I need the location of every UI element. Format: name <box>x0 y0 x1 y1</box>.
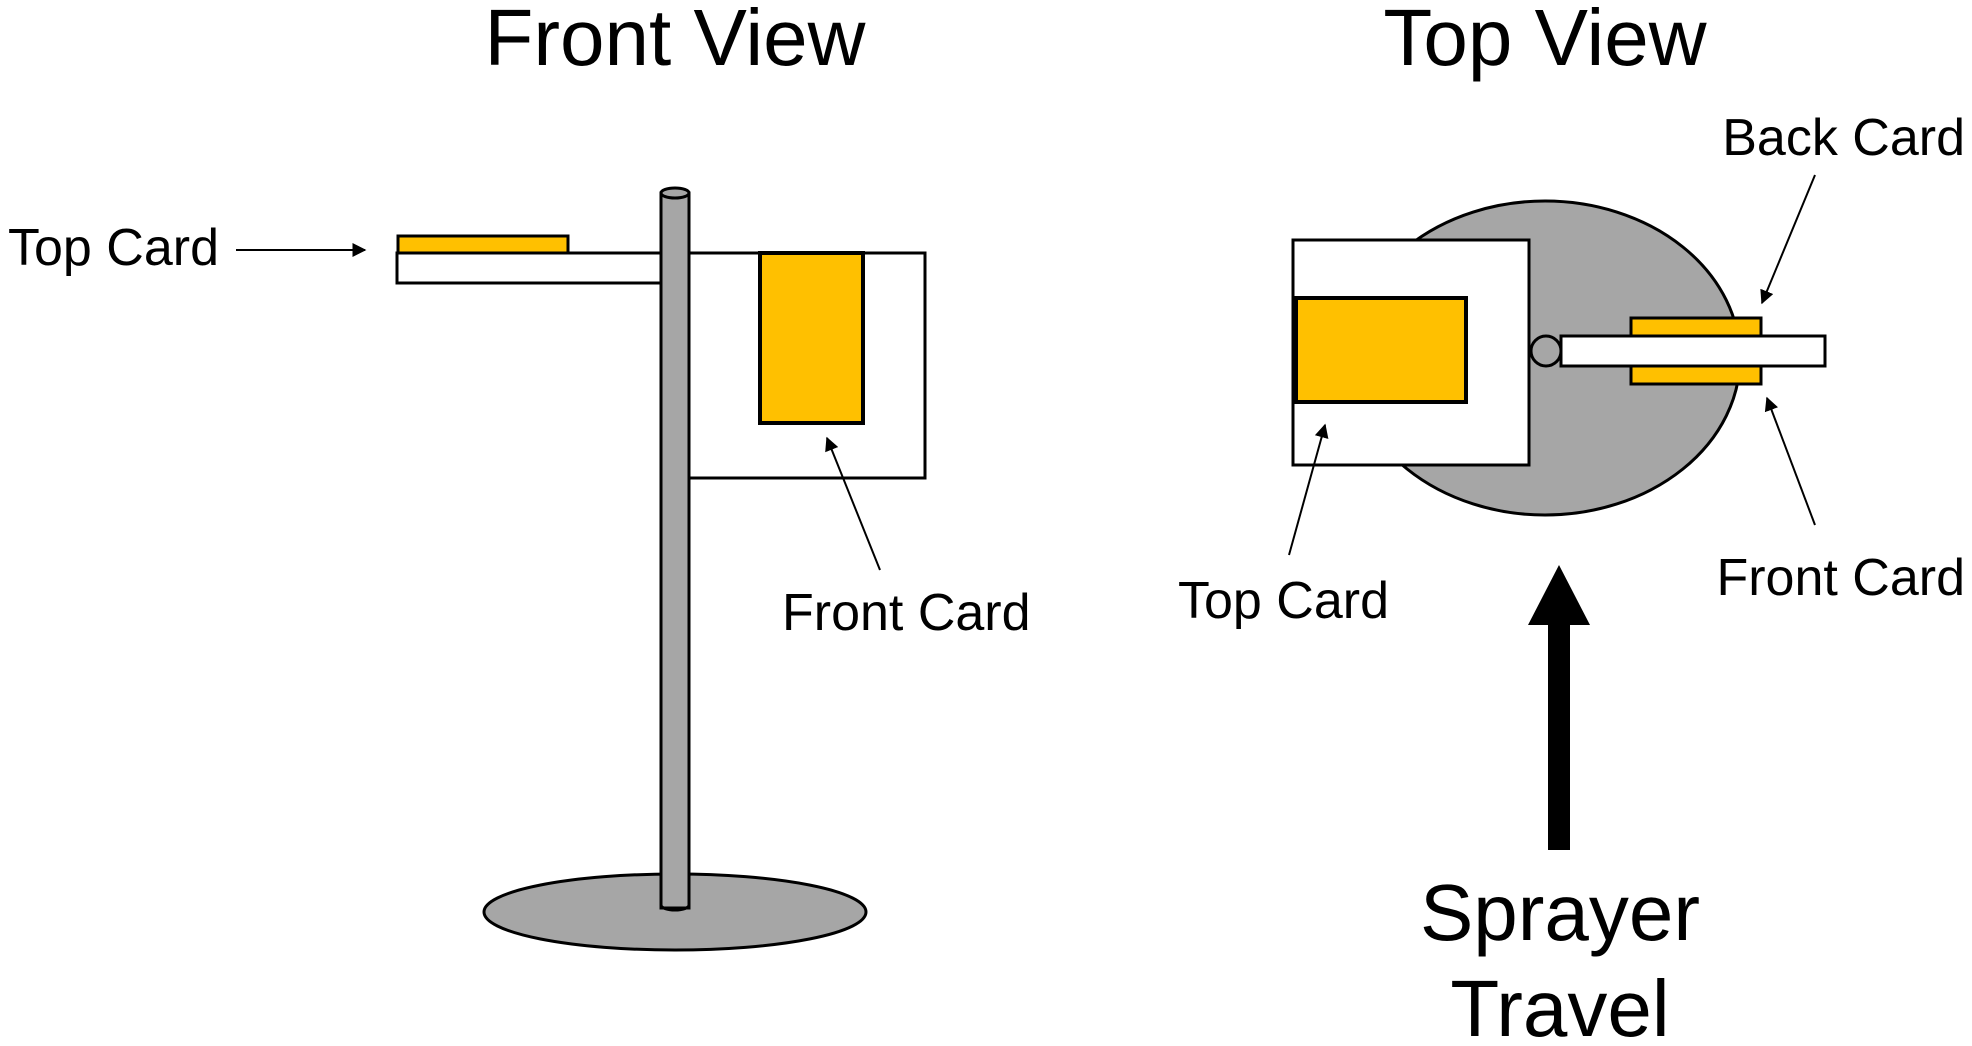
top-view-pole <box>1529 334 1563 368</box>
top-view-front-card-arrow <box>1764 396 1816 526</box>
top-view-back-card <box>1629 316 1763 338</box>
sprayer-travel: Sprayer Travel <box>1420 565 1700 1046</box>
front-card-front-view <box>758 251 865 425</box>
stand-pole <box>659 191 691 910</box>
top-view-front-card-label: Front Card <box>1716 549 1965 607</box>
front-view-top-card-label: Top Card <box>8 219 219 277</box>
top-view-back-card-arrow <box>1760 174 1816 305</box>
front-view-front-card-label: Front Card <box>782 584 1031 642</box>
front-view: Front View Top Card Front Card <box>8 0 1031 952</box>
top-view-title: Top View <box>1383 0 1706 82</box>
front-view-front-card-arrow <box>825 436 881 571</box>
top-view-back-card-label: Back Card <box>1722 109 1965 167</box>
pole-top <box>659 186 691 200</box>
top-view-top-card-arrow <box>1288 423 1329 556</box>
top-view-arm <box>1559 334 1827 368</box>
travel-arrow-shaft <box>1548 622 1570 850</box>
top-view: Top View Back Card Front Card Top Card <box>1178 0 1965 630</box>
top-card-front-view <box>396 234 570 255</box>
travel-label-line1: Sprayer <box>1420 868 1700 957</box>
top-arm <box>395 251 665 285</box>
top-view-top-card-label: Top Card <box>1178 572 1389 630</box>
top-view-front-card <box>1629 364 1763 386</box>
pole-bottom <box>659 904 691 912</box>
travel-arrow-head <box>1528 565 1590 625</box>
travel-label-line2: Travel <box>1450 964 1669 1046</box>
top-view-top-card <box>1294 296 1468 404</box>
front-view-title: Front View <box>485 0 866 82</box>
